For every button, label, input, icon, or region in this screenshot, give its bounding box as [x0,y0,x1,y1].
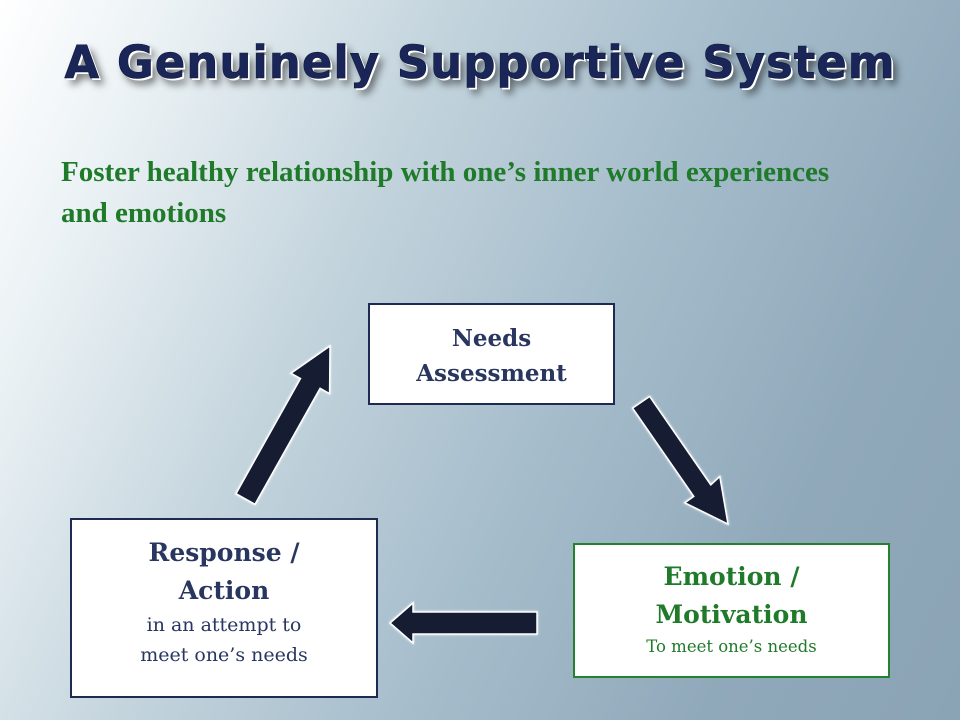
arrow-needs-to-emotion-icon [631,395,729,526]
subtitle-line-1: Foster healthy relationship with one’s i… [61,156,599,188]
response-detail-line-1: in an attempt to [146,614,302,636]
arrow-emotion-to-response-icon [388,601,538,645]
emotion-heading-line-2: Motivation [655,600,808,629]
arrow-response-to-needs-icon [234,344,331,506]
response-heading-line-2: Action [178,576,270,605]
response-heading-line-1: Response / [148,538,300,567]
response-detail-line-2: meet one’s needs [140,644,308,666]
emotion-detail-line-1: To meet one’s needs [646,637,817,656]
response-action-box: Response / Action in an attempt to meet … [70,518,378,698]
emotion-heading-line-1: Emotion / [663,562,800,591]
emotion-motivation-box: Emotion / Motivation To meet one’s needs [573,543,890,678]
needs-heading-line-1: Needs [451,325,532,352]
slide-subtitle: Foster healthy relationship with one’s i… [61,152,841,234]
needs-heading-line-2: Assessment [416,360,567,387]
needs-assessment-box: Needs Assessment [368,303,615,405]
slide-title: A Genuinely Supportive System [64,36,896,90]
subtitle-line-2: world experiences and emotions [61,156,830,229]
